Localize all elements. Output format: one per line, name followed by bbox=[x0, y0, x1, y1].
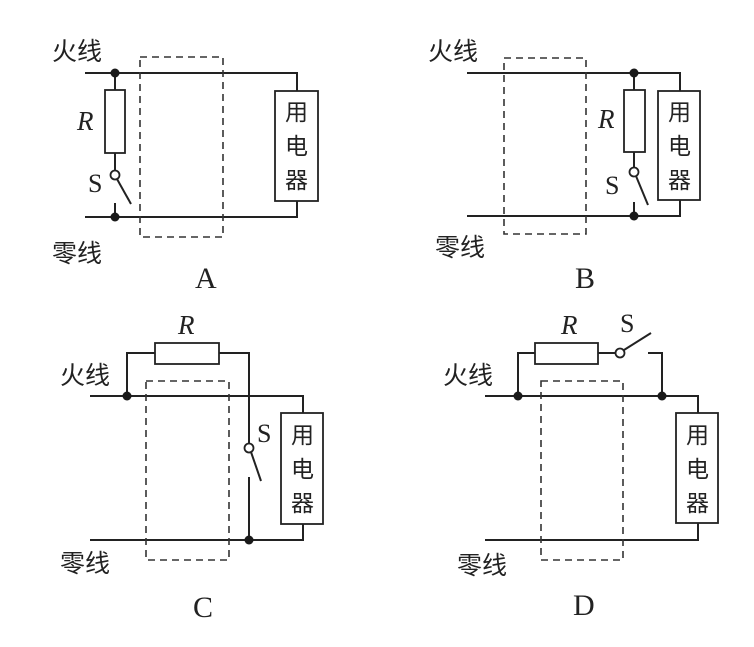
switch-label: S bbox=[620, 309, 634, 338]
resistor-lead bbox=[517, 352, 535, 396]
switch-lead bbox=[219, 352, 250, 444]
appliance-char: 器 bbox=[686, 491, 709, 517]
appliance-box bbox=[274, 90, 319, 202]
junction-dot bbox=[629, 211, 639, 221]
junction-dot bbox=[110, 212, 120, 222]
junction-dot bbox=[657, 391, 667, 401]
live-wire bbox=[485, 395, 699, 413]
neutral-wire bbox=[85, 201, 298, 218]
switch-pivot bbox=[614, 347, 626, 359]
resistor bbox=[534, 342, 599, 365]
panel-a: 火线 零线 R S 用 电 器 A bbox=[52, 37, 319, 295]
neutral-wire-label: 零线 bbox=[52, 239, 102, 268]
panel-b: 火线 零线 R S 用 电 器 B bbox=[428, 37, 701, 295]
appliance-char: 器 bbox=[285, 168, 308, 194]
appliance-char: 电 bbox=[668, 134, 691, 160]
dashed-box bbox=[540, 380, 624, 561]
appliance-char: 用 bbox=[668, 100, 691, 126]
neutral-wire bbox=[485, 523, 699, 541]
appliance-char: 电 bbox=[291, 457, 314, 483]
live-wire bbox=[90, 395, 304, 413]
panel-c: 火线 零线 R S 用 电 器 C bbox=[60, 310, 324, 624]
live-wire-label: 火线 bbox=[428, 37, 478, 66]
option-label-d: D bbox=[573, 589, 595, 622]
dashed-box bbox=[145, 380, 230, 561]
option-label-a: A bbox=[195, 262, 217, 295]
appliance-char: 用 bbox=[686, 423, 709, 449]
appliance-char: 电 bbox=[686, 457, 709, 483]
switch-pivot bbox=[243, 442, 255, 454]
appliance-char: 用 bbox=[291, 423, 314, 449]
junction-dot bbox=[629, 68, 639, 78]
neutral-wire-label: 零线 bbox=[457, 551, 507, 580]
switch-lever bbox=[623, 332, 652, 351]
junction-dot bbox=[244, 535, 254, 545]
appliance-char: 器 bbox=[291, 491, 314, 517]
switch-lever bbox=[250, 451, 262, 482]
appliance-char: 用 bbox=[285, 100, 308, 126]
switch-lever bbox=[116, 178, 132, 205]
junction-dot bbox=[513, 391, 523, 401]
switch-lever bbox=[635, 175, 649, 206]
resistor-label: R bbox=[560, 310, 578, 340]
live-wire-label: 火线 bbox=[52, 37, 102, 66]
dashed-box bbox=[503, 57, 587, 235]
resistor-label: R bbox=[76, 106, 94, 136]
live-wire-label: 火线 bbox=[443, 361, 493, 390]
junction-dot bbox=[122, 391, 132, 401]
option-label-c: C bbox=[193, 591, 213, 624]
resistor-label: R bbox=[177, 310, 195, 340]
neutral-wire-label: 零线 bbox=[60, 549, 110, 578]
live-wire bbox=[85, 72, 298, 91]
dashed-box bbox=[139, 56, 224, 238]
junction-dot bbox=[110, 68, 120, 78]
appliance-box bbox=[280, 412, 324, 525]
neutral-wire-label: 零线 bbox=[435, 233, 485, 262]
switch-pivot bbox=[628, 166, 640, 178]
resistor-label: R bbox=[597, 104, 615, 134]
switch-pivot bbox=[109, 169, 121, 181]
appliance-char: 器 bbox=[668, 168, 691, 194]
option-label-b: B bbox=[575, 262, 595, 295]
switch-contact bbox=[648, 352, 663, 396]
panel-d: 火线 零线 R S 用 电 器 D bbox=[443, 309, 719, 622]
live-wire-label: 火线 bbox=[60, 361, 110, 390]
neutral-wire bbox=[467, 200, 681, 217]
appliance-box bbox=[657, 90, 701, 201]
switch-label: S bbox=[605, 171, 619, 200]
resistor bbox=[104, 89, 126, 154]
switch-label: S bbox=[257, 419, 271, 448]
appliance-char: 电 bbox=[285, 134, 308, 160]
neutral-wire bbox=[90, 524, 304, 541]
appliance-box bbox=[675, 412, 719, 524]
resistor-lead bbox=[126, 352, 155, 396]
switch-label: S bbox=[88, 169, 102, 198]
live-wire bbox=[467, 72, 681, 91]
resistor bbox=[154, 342, 220, 365]
resistor bbox=[623, 89, 646, 153]
